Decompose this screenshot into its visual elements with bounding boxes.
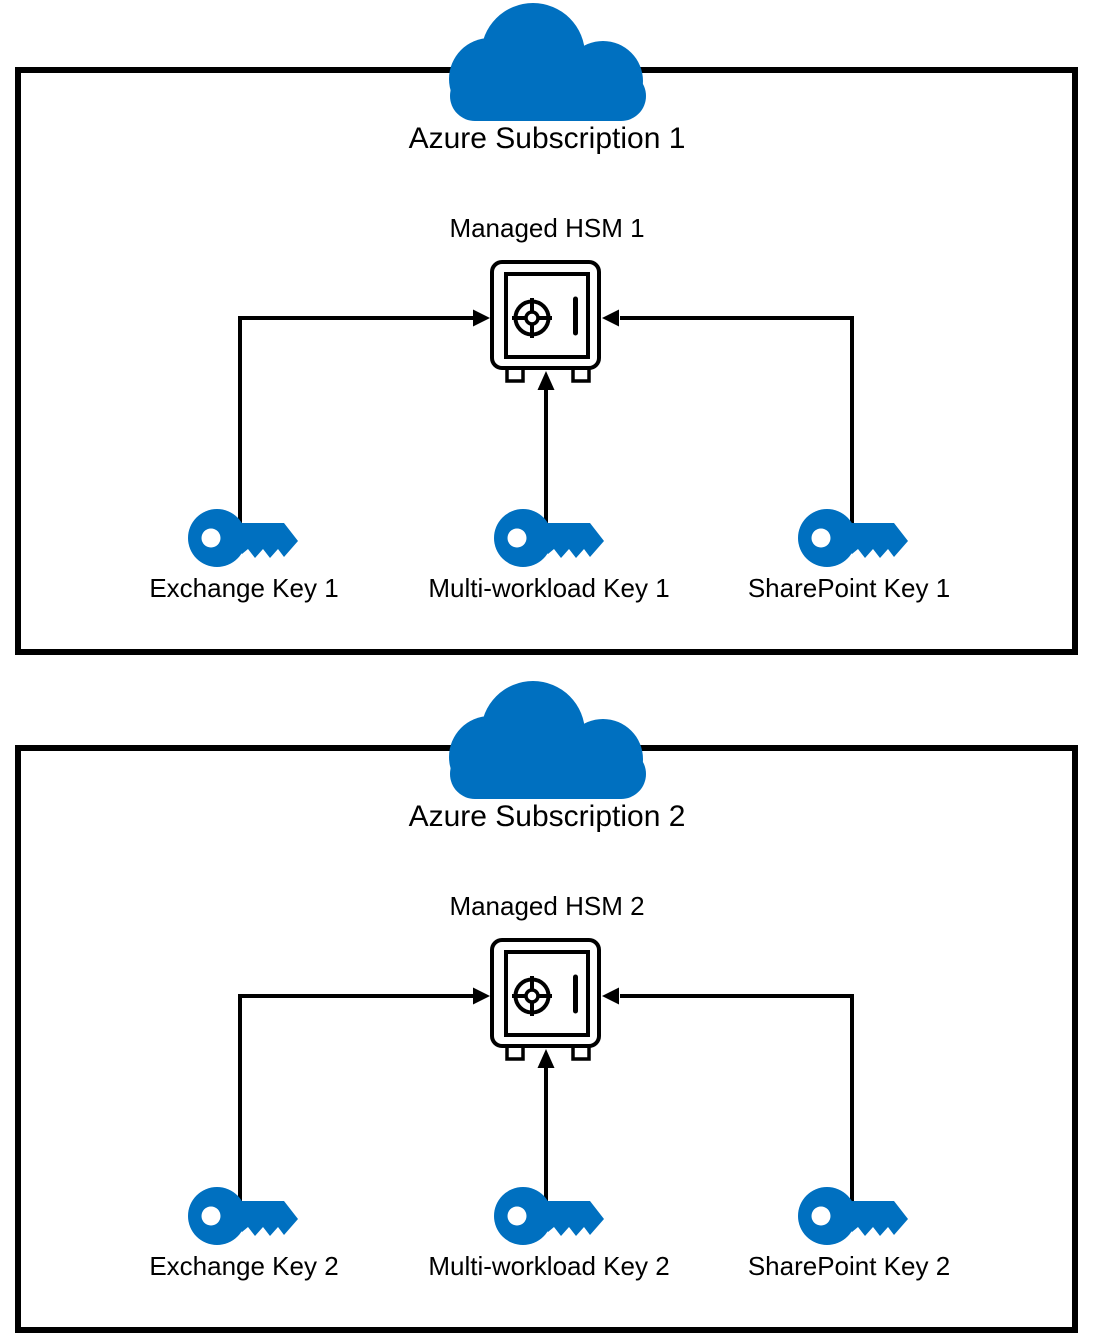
key-label: Multi-workload Key 1 — [428, 573, 670, 603]
safe-foot-right — [571, 366, 591, 383]
key-hole — [201, 1206, 221, 1226]
key-hole — [507, 1206, 527, 1226]
arrowhead-icon — [602, 309, 619, 327]
safe-body — [490, 938, 601, 1048]
key-hole — [811, 528, 831, 548]
subscription-boundary-box — [15, 745, 1078, 1333]
middle-connector-arrow — [537, 1049, 555, 1202]
safe-door — [504, 272, 590, 359]
key-icon — [494, 1187, 604, 1245]
key-label: Multi-workload Key 2 — [428, 1251, 670, 1281]
safe-icon — [490, 260, 601, 383]
key-icon — [798, 1187, 908, 1245]
subscription-title: Azure Subscription 2 — [408, 800, 686, 833]
arrowhead-icon — [473, 987, 490, 1005]
subscription-1-region: Azure Subscription 1 Managed HSM 1 — [15, 3, 1078, 655]
safe-door — [504, 950, 590, 1037]
left-connector-arrow — [238, 987, 490, 1202]
right-connector-arrow — [602, 309, 854, 524]
cloud-icon — [449, 3, 646, 121]
key-icon — [494, 509, 604, 567]
arrowhead-icon — [537, 1049, 555, 1068]
dial-icon — [512, 298, 552, 338]
key-icon — [188, 509, 298, 567]
safe-body — [490, 260, 601, 370]
arrowhead-icon — [473, 309, 490, 327]
safe-foot-left — [505, 1044, 525, 1061]
hsm-title: Managed HSM 1 — [449, 213, 645, 243]
key-icon — [798, 509, 908, 567]
key-icon — [188, 1187, 298, 1245]
key-label: SharePoint Key 1 — [747, 573, 951, 603]
key-label: SharePoint Key 2 — [747, 1251, 951, 1281]
key-label: Exchange Key 1 — [149, 573, 339, 603]
cloud-icon — [449, 681, 646, 799]
key-hole — [507, 528, 527, 548]
safe-foot-left — [505, 366, 525, 383]
connector-arrows — [238, 309, 854, 524]
subscription-title: Azure Subscription 1 — [408, 122, 686, 155]
arrowhead-icon — [602, 987, 619, 1005]
connector-arrows — [238, 987, 854, 1202]
arrowhead-icon — [537, 371, 555, 390]
key-hole — [811, 1206, 831, 1226]
middle-connector-arrow — [537, 371, 555, 524]
subscription-2-region: Azure Subscription 2 Managed HSM 2 — [0, 678, 1094, 1337]
left-connector-arrow — [238, 309, 490, 524]
hsm-title: Managed HSM 2 — [449, 891, 645, 921]
dial-icon — [512, 976, 552, 1016]
subscription-boundary-box — [15, 67, 1078, 655]
key-hole — [201, 528, 221, 548]
safe-foot-right — [571, 1044, 591, 1061]
right-connector-arrow — [602, 987, 854, 1202]
key-label: Exchange Key 2 — [149, 1251, 339, 1281]
safe-icon — [490, 938, 601, 1061]
